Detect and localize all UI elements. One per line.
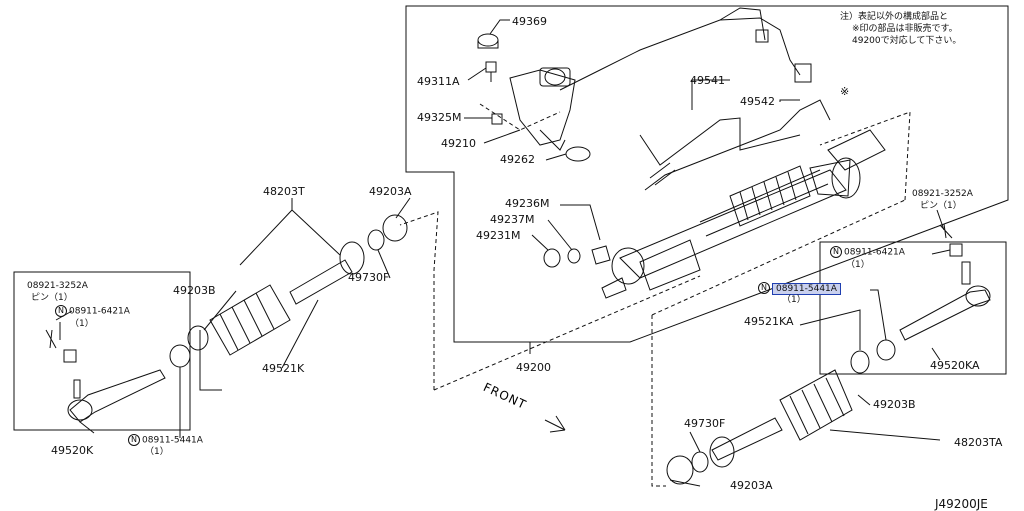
nut-symbol: N bbox=[55, 305, 67, 317]
right-tie-rod-box bbox=[819, 241, 1007, 375]
note-line-2: ※印の部品は非販売です。 bbox=[852, 24, 958, 34]
label-08911-6421-right-text: 08911-6421A bbox=[844, 247, 905, 258]
tie-rod-inner-left bbox=[289, 259, 353, 305]
tie-rod-end-right bbox=[899, 289, 991, 341]
label-qty-6421-right: （1） bbox=[846, 260, 870, 270]
label-49236M[interactable]: 49236M bbox=[505, 197, 550, 210]
label-49203A-top[interactable]: 49203A bbox=[369, 185, 412, 198]
label-08911-5441-left-text: 08911-5441A bbox=[142, 435, 203, 446]
tie-rod-inner-right bbox=[711, 417, 783, 461]
label-49200[interactable]: 49200 bbox=[516, 361, 551, 374]
nut-symbol: N bbox=[758, 282, 770, 294]
label-48203TA[interactable]: 48203TA bbox=[954, 436, 1003, 449]
label-qty-5441-left: （1） bbox=[145, 447, 169, 457]
assembly-frame bbox=[405, 5, 1009, 343]
label-49231M[interactable]: 49231M bbox=[476, 229, 521, 242]
label-08921-left[interactable]: 08921-3252A bbox=[27, 281, 88, 291]
label-08911-5441-right-text: 08911-5441A bbox=[772, 282, 841, 295]
note-line-3: 49200で対応して下さい。 bbox=[852, 36, 962, 46]
boot-49203B-right bbox=[779, 369, 853, 441]
harness bbox=[559, 17, 801, 91]
label-49521K[interactable]: 49521K bbox=[262, 362, 305, 375]
label-49520K[interactable]: 49520K bbox=[51, 444, 94, 457]
front-arrow bbox=[544, 415, 566, 433]
boot-49203B-left bbox=[209, 284, 291, 356]
label-49311A[interactable]: 49311A bbox=[417, 75, 460, 88]
label-qty-6421-left: （1） bbox=[70, 319, 94, 329]
nut-symbol: N bbox=[128, 434, 140, 446]
nut-symbol: N bbox=[830, 246, 842, 258]
label-49541[interactable]: 49541 bbox=[690, 74, 725, 87]
label-49237M[interactable]: 49237M bbox=[490, 213, 535, 226]
label-pin-right: ピン（1） bbox=[920, 201, 962, 211]
label-49521KA[interactable]: 49521KA bbox=[744, 315, 794, 328]
note-line-1: 注）表記以外の構成部品と bbox=[840, 12, 949, 22]
label-49210[interactable]: 49210 bbox=[441, 137, 476, 150]
label-49203A-bottom[interactable]: 49203A bbox=[730, 479, 773, 492]
label-49520KA[interactable]: 49520KA bbox=[930, 359, 980, 372]
label-49262[interactable]: 49262 bbox=[500, 153, 535, 166]
cap-49369 bbox=[477, 33, 499, 47]
label-08921-right[interactable]: 08921-3252A bbox=[912, 189, 973, 199]
tie-rod-end-left bbox=[69, 369, 166, 423]
label-08911-6421-left-text: 08911-6421A bbox=[69, 306, 130, 317]
label-49542[interactable]: 49542 bbox=[740, 95, 775, 108]
left-tie-rod-box bbox=[13, 271, 191, 431]
o-ring-49262 bbox=[565, 146, 591, 162]
asterisk-mark: ※ bbox=[840, 85, 850, 98]
rack-tube bbox=[619, 169, 847, 279]
label-49730F-right[interactable]: 49730F bbox=[684, 417, 726, 430]
label-49730F-left[interactable]: 49730F bbox=[348, 271, 390, 284]
label-49369[interactable]: 49369 bbox=[512, 15, 547, 28]
label-48203T[interactable]: 48203T bbox=[263, 185, 305, 198]
ring-49203A-top bbox=[382, 214, 408, 242]
label-qty-5441-right: （1） bbox=[782, 295, 806, 305]
label-49203B-left[interactable]: 49203B bbox=[173, 284, 216, 297]
label-49325M[interactable]: 49325M bbox=[417, 111, 462, 124]
pipe-49541 bbox=[639, 117, 801, 166]
ring-49203A-bottom bbox=[666, 455, 694, 485]
label-49203B-right[interactable]: 49203B bbox=[873, 398, 916, 411]
diagram-id: J49200JE bbox=[935, 497, 988, 511]
pinion-housing bbox=[509, 69, 576, 146]
pipe-49542 bbox=[644, 99, 831, 191]
label-pin-left: ピン（1） bbox=[31, 293, 73, 303]
